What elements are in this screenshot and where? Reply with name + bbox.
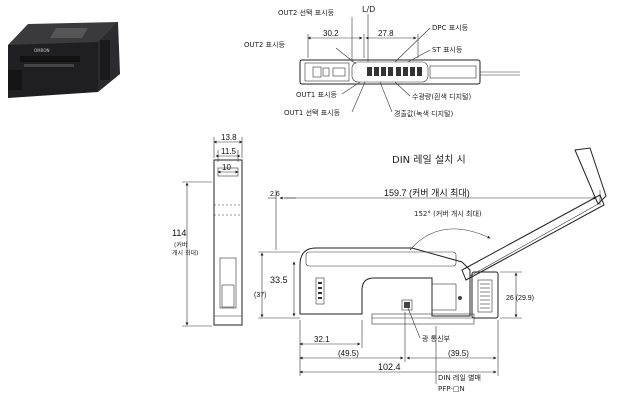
- dim-37: (37): [254, 292, 266, 299]
- dim-11-5: 11.5: [221, 147, 237, 156]
- dim-10: 10: [222, 163, 231, 172]
- st-indicator-label: ST 표시등: [432, 46, 463, 54]
- out2-indicator-label: OUT2 표시등: [244, 41, 285, 49]
- out1-indicator-label: OUT1 표시등: [296, 91, 337, 99]
- dim-33-5: 33.5: [270, 275, 288, 285]
- out1-select-indicator-label: OUT1 선택 표시등: [284, 108, 341, 117]
- dim-32-1: 32.1: [314, 335, 330, 344]
- dim-30-2: 30.2: [323, 29, 339, 38]
- product-photo: OMRON: [8, 22, 120, 98]
- dim-13-8: 13.8: [221, 133, 237, 142]
- dim-114: 114: [172, 228, 186, 238]
- dim-159-7: 159.7 (커버 개시 최대): [384, 188, 470, 198]
- received-light-label: 수광량(흰색 디지털): [412, 92, 471, 101]
- ld-label: L/D: [362, 5, 375, 14]
- dpc-indicator-label: DPC 표시등: [432, 24, 469, 32]
- dim-26-29-9: 26 (29.9): [506, 295, 534, 302]
- dim-39-5: (39.5): [448, 349, 469, 358]
- dim-102-4: 102.4: [378, 362, 401, 372]
- dim-2-6: 2.6: [270, 191, 280, 198]
- angle-152-label: 152° (커버 개시 최대): [414, 209, 482, 218]
- main-view-drawing: DIN 레일 설치 시 152° (커버 개시 최대) 159.7 (커버 개시…: [254, 147, 607, 393]
- side-view-drawing: 13.8 11.5 10 114 (커버 개시 최대): [172, 133, 243, 327]
- height-note-1: (커버: [174, 241, 187, 249]
- din-mount-title: DIN 레일 설치 시: [392, 154, 466, 166]
- height-note-2: 개시 최대): [172, 249, 198, 257]
- pfp-label: PFP-□N: [438, 385, 465, 393]
- threshold-label: 경출값(녹색 디지털): [394, 109, 453, 118]
- dim-49-5: (49.5): [338, 349, 359, 358]
- dim-27-8: 27.8: [378, 29, 394, 38]
- top-view-drawing: 30.2 27.8 OUT2 선택 표시등 L/D DPC 표시등 OUT2 표…: [244, 5, 520, 118]
- out2-select-indicator-label: OUT2 선택 표시등: [278, 8, 335, 17]
- svg-text:OMRON: OMRON: [34, 48, 50, 53]
- din-rail-label: DIN 레일 별매: [438, 373, 481, 382]
